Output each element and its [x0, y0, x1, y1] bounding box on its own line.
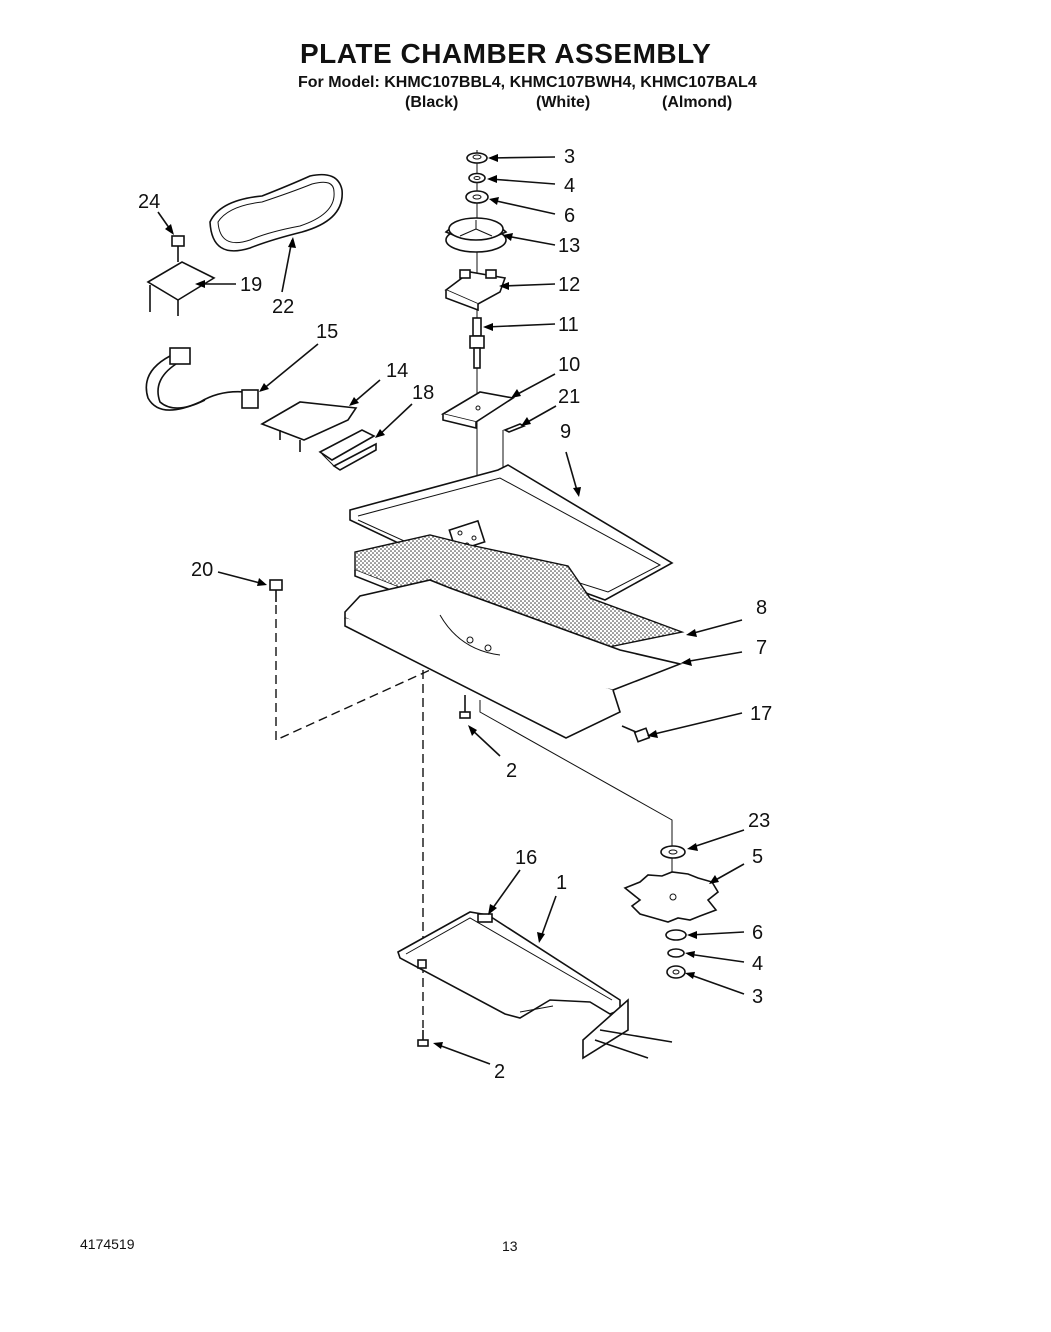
callout-1: 1: [556, 872, 567, 894]
callout-labels: 3 4 6 13 12 11 10 21 9 8 7 17 2 23 5 6 4…: [138, 146, 772, 1083]
callout-8: 8: [756, 597, 767, 619]
callout-15: 15: [316, 321, 338, 343]
page-number: 13: [502, 1238, 518, 1254]
page-title: PLATE CHAMBER ASSEMBLY: [300, 38, 712, 69]
part-14-duct: [260, 401, 358, 452]
part-23-washer: [660, 845, 686, 859]
part-2-screw-lower: [417, 1030, 429, 1047]
callout-9: 9: [560, 421, 571, 443]
part-15-wire-harness: [145, 347, 259, 411]
part-13-pulley: [444, 217, 508, 253]
callout-14: 14: [386, 360, 408, 382]
part-18-frame: [318, 429, 377, 471]
callout-24: 24: [138, 191, 160, 213]
color-almond: (Almond): [662, 94, 733, 111]
part-12-bracket: [444, 269, 507, 312]
part-24-screw: [171, 235, 185, 262]
callout-2-lower: 2: [494, 1061, 505, 1083]
callout-2-upper: 2: [506, 760, 517, 782]
callout-13: 13: [558, 235, 580, 257]
callout-10: 10: [558, 354, 580, 376]
leader-lines: [157, 154, 745, 1065]
part-17-screw: [621, 725, 651, 743]
part-10-plate: [440, 391, 516, 430]
callout-5: 5: [752, 846, 763, 868]
callout-19: 19: [240, 274, 262, 296]
part-7-lower-plate: [344, 579, 683, 739]
callout-20: 20: [191, 559, 213, 581]
color-white: (White): [536, 94, 591, 111]
turntable-axis: [479, 700, 673, 900]
callout-6-top: 6: [564, 205, 575, 227]
part-19-bracket: [146, 261, 216, 316]
callout-6-bottom: 6: [752, 922, 763, 944]
document-number: 4174519: [80, 1236, 135, 1252]
callout-3-bottom: 3: [752, 986, 763, 1008]
callout-12: 12: [558, 274, 580, 296]
part-3-nut-bottom: [666, 965, 686, 979]
color-black: (Black): [405, 94, 459, 111]
part-16-clip: [477, 913, 493, 923]
part-22-belt: [209, 173, 343, 252]
part-4-washer-bottom: [667, 948, 685, 958]
part-11-shaft: [469, 317, 485, 369]
callout-4-bottom: 4: [752, 953, 763, 975]
callout-4-top: 4: [564, 175, 575, 197]
part-4-washer-top: [468, 172, 486, 184]
callout-18: 18: [412, 382, 434, 404]
callout-22: 22: [272, 296, 294, 318]
part-21-clip: [503, 423, 526, 433]
part-6-washer-top: [465, 190, 489, 204]
assembly-line-20: [275, 605, 431, 742]
callout-11: 11: [558, 314, 579, 336]
callout-7: 7: [756, 637, 767, 659]
part-5-turntable-gear: [623, 871, 720, 923]
part-3-nut-top: [466, 152, 488, 164]
model-list: For Model: KHMC107BBL4, KHMC107BWH4, KHM…: [298, 74, 757, 91]
callout-16: 16: [515, 847, 537, 869]
callout-21: 21: [558, 386, 580, 408]
callout-17: 17: [750, 703, 772, 725]
part-2-screw-upper: [459, 695, 471, 719]
part-6-washer-bottom: [665, 929, 687, 941]
part-20-screw: [269, 579, 283, 602]
callout-3-top: 3: [564, 146, 575, 168]
part-1-heating-element: [397, 911, 673, 1060]
callout-23: 23: [748, 810, 770, 832]
